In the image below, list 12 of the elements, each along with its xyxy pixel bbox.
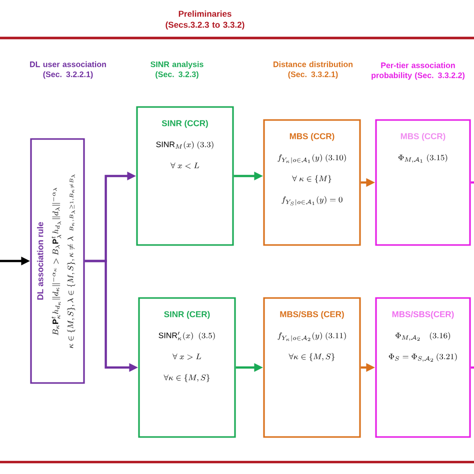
process-box: MBS/SBS (CER) $f_{Y_\kappa|o\in\mathcal{A}_2}(y)\ (3.11)$ $\forall \kappa \in \{M,S\}$ (263, 297, 361, 438)
column-heading: Distance distribution (Sec. 3.3.2.1) (274, 61, 352, 79)
column-heading: SINR analysis (Sec. 3.2.3) (150, 61, 204, 79)
process-box: DL association rule $B_\kappa \mathbf{P}^t_\kappa h_{d_\kappa}\|d_\kappa\|^{-\alpha_\kappa} > B_\lambda \mathbf{P}^t_\lambda h_{d_\lambda}\|d_\lambda\|^{-\alpha_\lambda}$ $\kappa \in \{M,S\}, \lambda \in \{M,S\}, \kappa \neq \lambda \;\; {\scriptscriptstyle B_\kappa, B_\lambda \geq 1, B_\kappa \neq B_\lambda}$ (30, 138, 85, 384)
column-heading: DL user association (Sec. 3.2.2.1) (30, 61, 106, 79)
process-box: MBS (CCR) $f_{Y_\kappa|o\in\mathcal{A}_1}(y)\ (3.10)$ $\forall\ \kappa \in \{M\}$ $f_{Y_S|o\in\mathcal{A}_1}(y) = 0$ (263, 119, 361, 246)
process-box: MBS (CCR) $\Phi_{M,\mathcal{A}_1}\ (3.15)$ (375, 119, 471, 246)
column-heading: Per-tier association probability (Sec. 3.3.2.2) (372, 62, 464, 80)
process-box: SINR (CER) $\mathrm{SINR}'_\kappa(x)\ \ (3.5)$ $\forall\ x > L$ $\forall \kappa \in \{M,S\}$ (138, 297, 236, 438)
process-box: SINR (CCR) $\mathrm{SINR}_M(x)\ (3.3)$ $\forall\ x < L$ (136, 106, 234, 246)
section-title: Preliminaries (Secs.3.2.3 to 3.3.2) (166, 10, 244, 30)
process-box: MBS/SBS(CER) $\Phi_{M,\mathcal{A}_2}\quad (3.16)$ $\Phi_S = \Phi_{S,\mathcal{A}_2}\,(3.21)$ (375, 297, 471, 438)
